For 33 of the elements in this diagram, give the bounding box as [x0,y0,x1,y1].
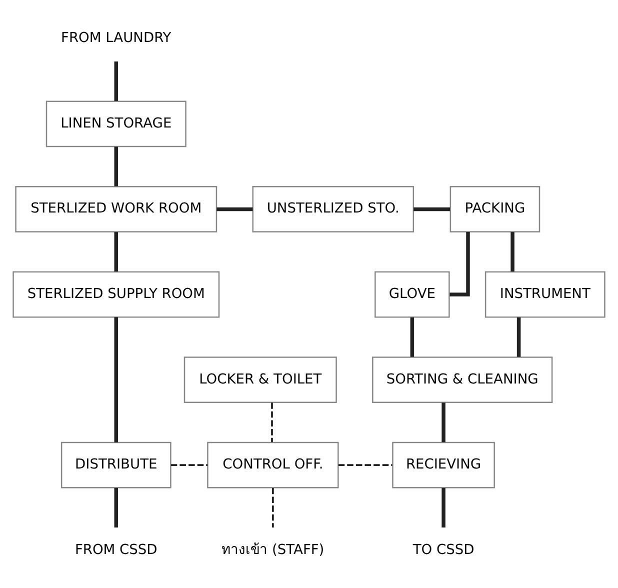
connector [510,232,514,272]
connector [114,316,118,442]
connector [170,464,208,466]
node-text: ทางเข้า (STAFF) [222,541,324,558]
connector [338,464,392,466]
connector [114,60,118,100]
connector [114,146,118,186]
node-box: UNSTERLIZED STO. [252,186,414,232]
connector [114,487,118,527]
connector [450,232,470,296]
connector [442,402,446,442]
connector [410,316,414,356]
connector [216,206,253,211]
node-box: STERLIZED WORK ROOM [15,186,218,232]
node-text: FROM LAUNDRY [61,30,172,46]
node-box: DISTRIBUTE [60,441,172,488]
connector [272,487,274,527]
connector [271,402,273,442]
node-box: STERLIZED SUPPLY ROOM [12,270,220,318]
connector [114,232,118,272]
node-text: TO CSSD [412,541,474,558]
connector [414,206,450,211]
node-box: SORTING & CLEANING [372,356,553,402]
connector [516,316,521,356]
node-box: LOCKER & TOILET [184,356,337,402]
node-box: CONTROL OFF. [207,441,339,488]
node-box: PACKING [450,186,540,232]
node-box: GLOVE [374,270,450,318]
node-box: RECIEVING [392,441,495,488]
node-text: FROM CSSD [74,541,158,558]
node-box: LINEN STORAGE [46,100,186,147]
connector [442,487,446,527]
node-box: INSTRUMENT [484,270,606,318]
